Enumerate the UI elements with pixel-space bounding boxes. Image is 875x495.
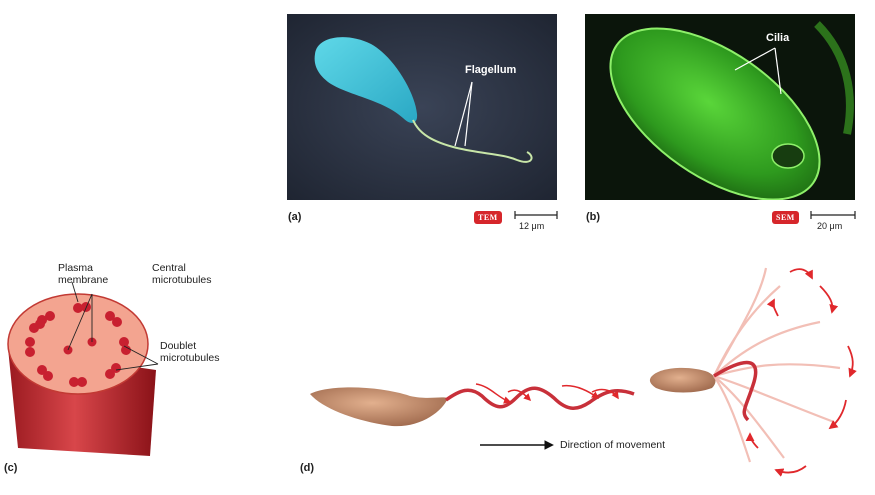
panel-d-letter: (d) bbox=[300, 462, 315, 474]
scale-label-b: 20 μm bbox=[817, 221, 843, 231]
panel-a-letter: (a) bbox=[288, 211, 302, 223]
plasma-membrane-label: Plasma membrane bbox=[58, 262, 109, 286]
sem-micrograph bbox=[585, 14, 855, 200]
scale-label-a: 12 μm bbox=[519, 221, 545, 231]
cilia-label: Cilia bbox=[766, 32, 790, 44]
flagellum-label: Flagellum bbox=[465, 64, 517, 76]
flagellum-pointer bbox=[454, 81, 473, 147]
flagellar-movement-diagram bbox=[310, 267, 857, 477]
cilia-pointer bbox=[734, 47, 782, 95]
scale-bar-a bbox=[514, 211, 558, 219]
direction-of-movement-label: Direction of movement bbox=[560, 439, 666, 451]
tem-micrograph bbox=[287, 14, 557, 200]
tem-badge: TEM bbox=[474, 211, 502, 224]
doublet-microtubules-label: Doublet microtubules bbox=[160, 340, 220, 364]
sem-badge: SEM bbox=[772, 211, 799, 224]
central-microtubules-label: Central microtubules bbox=[152, 262, 212, 286]
panel-c-letter: (c) bbox=[4, 462, 18, 474]
scale-bar-b bbox=[810, 211, 856, 219]
axoneme-cross-section bbox=[7, 281, 159, 456]
panel-b-letter: (b) bbox=[586, 211, 601, 223]
